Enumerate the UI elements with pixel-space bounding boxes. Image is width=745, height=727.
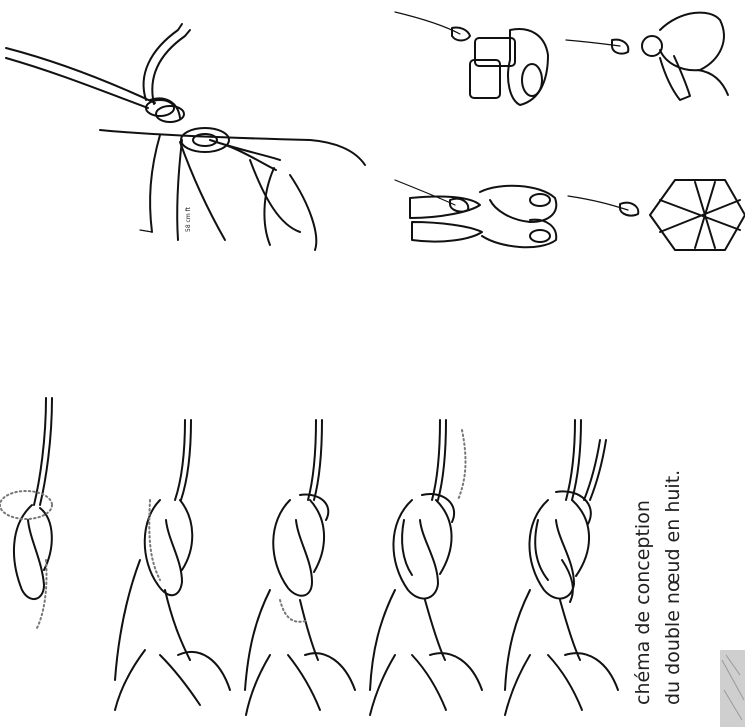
knot-step-4: [370, 420, 482, 715]
caption-line-1: chéma de conception: [628, 470, 658, 705]
scan-artifact: [720, 650, 745, 727]
knot-step-3: [245, 420, 355, 715]
knot-step-5: [505, 420, 618, 715]
knot-step-2: [115, 420, 230, 710]
knot-step-1: [0, 398, 52, 630]
hardware-sketch-1: [395, 12, 548, 105]
hardware-sketch-3: [395, 180, 556, 247]
figure-caption: chéma de conception du double nœud en hu…: [628, 470, 688, 705]
hardware-sketch-4: [568, 180, 745, 250]
hammock-edge-knot-illustration: 58 cm ft: [6, 24, 365, 250]
hardware-sketch-2: [566, 13, 728, 100]
caption-line-2: du double nœud en huit.: [658, 470, 688, 705]
panel-note: 58 cm ft: [185, 206, 192, 232]
